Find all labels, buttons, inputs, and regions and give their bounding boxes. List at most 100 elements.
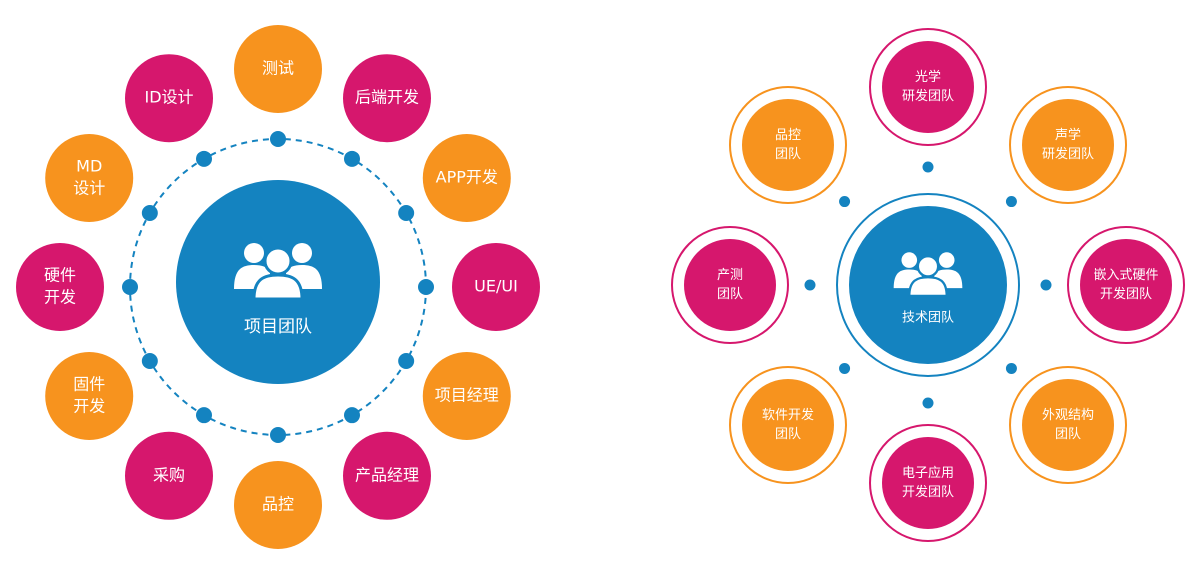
role-node-circle — [125, 431, 213, 520]
team-node-circle — [1022, 379, 1115, 472]
team-node-label-line-1: 嵌入式硬件 — [1093, 268, 1158, 283]
connector-dot — [1040, 279, 1052, 291]
role-node-circle — [234, 25, 322, 113]
team-node-circle — [882, 437, 974, 529]
team-node-label-line-2: 团队 — [717, 287, 743, 302]
orbit-dot — [418, 279, 434, 295]
hub-label: 技术团队 — [902, 311, 954, 326]
role-node-label-line-1: 固件 — [73, 375, 105, 394]
team-node-label-line-1: 软件开发 — [762, 407, 814, 423]
role-node-circle — [422, 134, 511, 222]
role-node: ID设计 — [125, 54, 213, 143]
orbit-dot — [196, 407, 212, 424]
team-node-circle — [684, 239, 776, 331]
role-node-label-line-1: ID设计 — [144, 88, 193, 107]
team-node-label-line-2: 开发团队 — [1100, 286, 1152, 302]
orbit-dot — [344, 150, 360, 167]
connector-dot — [1005, 196, 1017, 208]
role-node-circle — [343, 54, 431, 143]
team-node-label-line-2: 团队 — [775, 147, 801, 162]
orbit-dot — [270, 427, 286, 443]
role-node: MD 设计 — [45, 134, 134, 222]
role-node-label-line-2: 开发 — [73, 397, 105, 416]
project-team-hub: 项目团队 — [176, 180, 380, 384]
role-node-label-line-1: 采购 — [153, 465, 185, 484]
team-node-label-line-1: 电子应用 — [902, 465, 954, 481]
team-node-circle — [741, 98, 834, 191]
role-node-circle — [343, 431, 431, 520]
role-node-circle — [16, 243, 104, 331]
team-node-circle — [1080, 239, 1172, 331]
role-node: 后端开发 — [343, 54, 431, 143]
role-node-circle — [422, 352, 511, 440]
role-node-circle — [45, 352, 134, 440]
project-team-diagram: 项目团队测试后端开发APP开发UE/UI项目经理产品经理品控采购固件开发硬件开发… — [16, 25, 540, 549]
role-node: 采购 — [125, 431, 213, 520]
connector-dot — [922, 397, 934, 409]
role-node: 测试 — [234, 25, 322, 113]
orbit-dot — [398, 205, 415, 221]
role-node-label-line-1: MD — [76, 157, 102, 176]
team-node-label-line-2: 研发团队 — [902, 88, 954, 104]
hub-label: 项目团队 — [244, 317, 312, 337]
role-node: UE/UI — [452, 243, 540, 331]
role-node-label-line-1: 品控 — [262, 495, 294, 514]
role-node: 项目经理 — [422, 352, 511, 440]
role-node: APP开发 — [422, 134, 511, 222]
team-node-circle — [882, 41, 974, 133]
role-node-circle — [125, 54, 213, 143]
connector-dot — [839, 196, 851, 208]
team-node-label-line-2: 团队 — [1055, 427, 1081, 442]
team-node-label-line-2: 团队 — [775, 427, 801, 442]
role-node: 产品经理 — [343, 431, 431, 520]
tech-team-diagram: 技术团队光学研发团队声学研发团队嵌入式硬件开发团队外观结构团队电子应用开发团队软… — [671, 28, 1185, 542]
orbit-dot — [141, 353, 158, 369]
orbit-dot — [344, 407, 360, 424]
role-node-label-line-2: 开发 — [44, 288, 76, 307]
tech-team-hub: 技术团队 — [836, 193, 1020, 377]
role-node-label-line-1: 测试 — [262, 59, 294, 78]
team-node-label-line-2: 研发团队 — [1042, 146, 1094, 162]
orbit-dot — [398, 353, 415, 369]
connector-dot — [922, 161, 934, 173]
team-icon — [893, 252, 963, 298]
role-node-label-line-2: 设计 — [73, 179, 105, 198]
connector-dot — [839, 362, 851, 374]
orbit-dot — [270, 131, 286, 147]
hub-outer-ring — [836, 193, 1020, 377]
team-node-circle — [1022, 98, 1115, 191]
role-node-label-line-1: 项目经理 — [435, 386, 499, 405]
team-node-label-line-1: 光学 — [915, 69, 941, 85]
team-node-label-line-2: 开发团队 — [902, 484, 954, 500]
team-node-label-line-1: 外观结构 — [1042, 408, 1094, 423]
team-node-label-line-1: 品控 — [775, 128, 801, 143]
role-node-label-line-1: 硬件 — [44, 266, 76, 285]
role-node-circle — [452, 243, 540, 331]
role-node-label-line-1: 后端开发 — [355, 88, 419, 107]
orbit-dot — [122, 279, 138, 295]
role-node-label-line-1: APP开发 — [436, 168, 498, 187]
connector-dot — [1005, 362, 1017, 374]
orbit-dot — [141, 205, 158, 221]
role-node-circle — [45, 134, 134, 222]
team-node-label-line-1: 产测 — [717, 268, 743, 283]
team-node-label-line-1: 声学 — [1055, 127, 1081, 143]
team-node-circle — [741, 379, 834, 472]
role-node: 品控 — [234, 461, 322, 549]
role-node-label-line-1: 产品经理 — [355, 465, 419, 484]
team-icon — [234, 243, 322, 301]
connector-dot — [804, 279, 816, 291]
role-node-circle — [234, 461, 322, 549]
orbit-dot — [196, 150, 212, 167]
